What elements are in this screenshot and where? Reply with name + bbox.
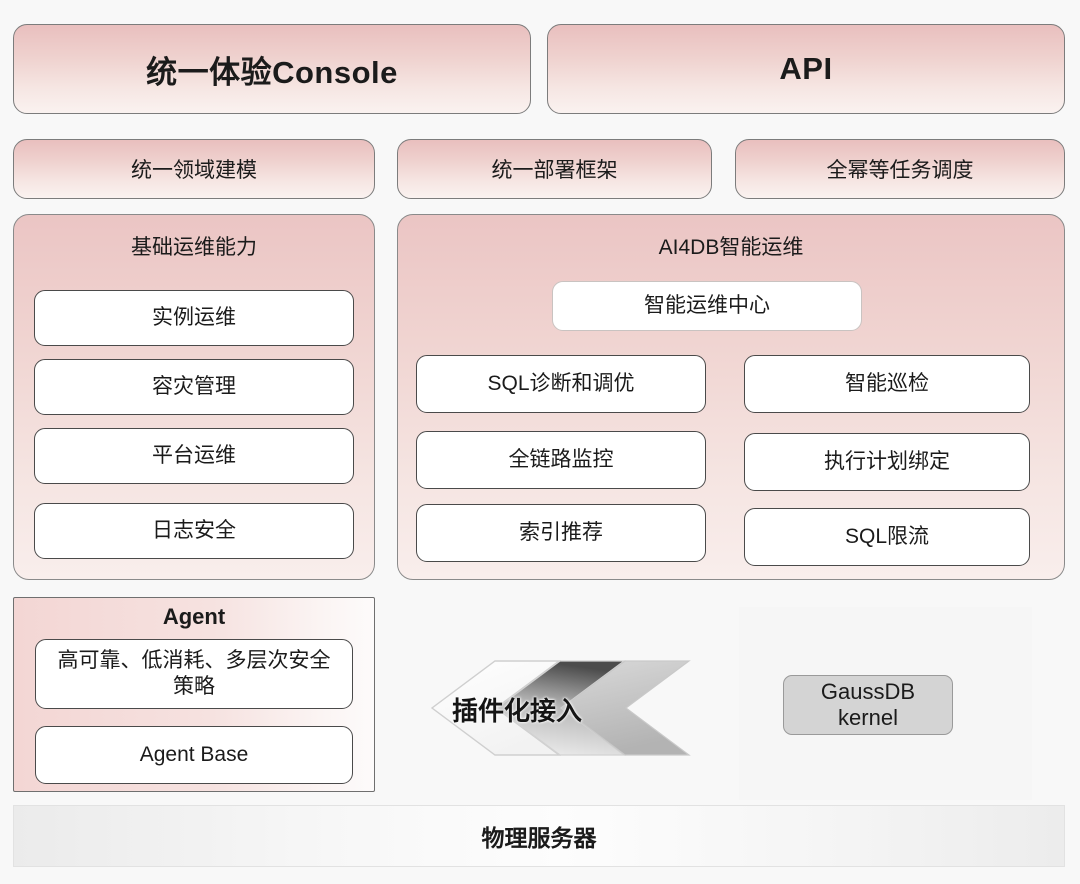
mid-item-deploy-framework-label: 统一部署框架 [491, 159, 618, 182]
agent-base-box[interactable]: Agent Base [35, 726, 353, 784]
ai4db-item-full-link-monitoring[interactable]: 全链路监控 [416, 431, 706, 489]
ai4db-center-box[interactable]: 智能运维中心 [552, 281, 862, 331]
panel-agent-title: Agent [162, 604, 226, 629]
gaussdb-kernel-line1: GaussDB [820, 678, 916, 704]
banner-console-label: 统一体验Console [146, 54, 398, 90]
banner-console[interactable]: 统一体验Console [13, 24, 531, 114]
footer-physical-server: 物理服务器 [13, 805, 1065, 867]
ai4db-item-sql-throttling[interactable]: SQL限流 [744, 508, 1030, 566]
chevron-left-icon [430, 660, 691, 756]
base-ops-item-log-security[interactable]: 日志安全 [34, 503, 354, 559]
panel-ai4db-title: AI4DB智能运维 [658, 236, 804, 259]
plugin-access-label: 插件化接入 [452, 696, 583, 726]
ai4db-item-smart-inspection[interactable]: 智能巡检 [744, 355, 1030, 413]
gaussdb-kernel-line2: kernel [838, 705, 898, 730]
mid-item-domain-modeling[interactable]: 统一领域建模 [13, 139, 375, 199]
ai4db-item-sql-diagnosis[interactable]: SQL诊断和调优 [416, 355, 706, 413]
base-ops-item-instance[interactable]: 实例运维 [34, 290, 354, 346]
ai4db-item-index-recommendation[interactable]: 索引推荐 [416, 504, 706, 562]
plugin-access-chevrons: 插件化接入 [420, 658, 720, 758]
ai4db-item-plan-binding[interactable]: 执行计划绑定 [744, 433, 1030, 491]
mid-item-domain-modeling-label: 统一领域建模 [131, 159, 257, 182]
agent-policy-box[interactable]: 高可靠、低消耗、多层次安全策略 [35, 639, 353, 709]
gaussdb-kernel-box[interactable]: GaussDB kernel [783, 675, 953, 735]
base-ops-item-platform[interactable]: 平台运维 [34, 428, 354, 484]
mid-item-idempotent-scheduling[interactable]: 全幂等任务调度 [735, 139, 1065, 199]
base-ops-item-dr[interactable]: 容灾管理 [34, 359, 354, 415]
mid-item-deploy-framework[interactable]: 统一部署框架 [397, 139, 712, 199]
banner-api-label: API [779, 51, 833, 86]
footer-physical-server-label: 物理服务器 [481, 825, 597, 851]
banner-api[interactable]: API [547, 24, 1065, 114]
panel-base-ops-title: 基础运维能力 [131, 236, 257, 259]
mid-item-idempotent-scheduling-label: 全幂等任务调度 [826, 159, 974, 182]
